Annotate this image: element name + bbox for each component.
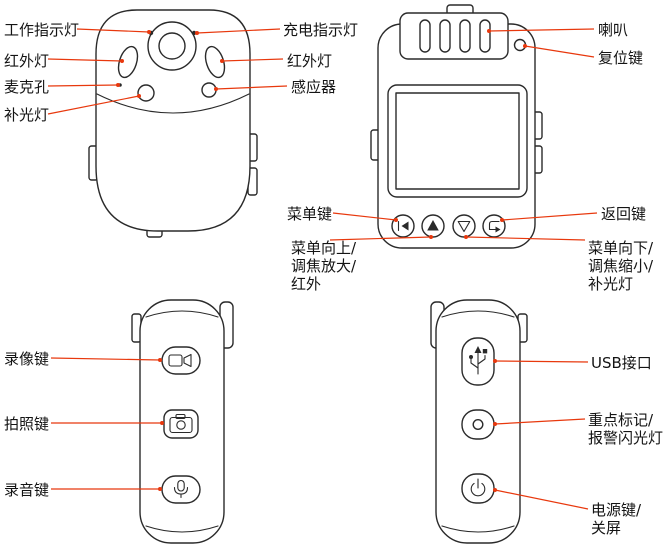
menu-button — [391, 214, 415, 238]
front-view-illustration — [88, 9, 258, 238]
photo-camera-icon — [169, 416, 193, 434]
label-menu-up: 菜单向上/ 调焦放大/ 红外 — [291, 239, 357, 293]
label-mic-hole: 麦克孔 — [4, 78, 50, 96]
label-menu-down: 菜单向下/ 调焦缩小/ 补光灯 — [588, 239, 654, 293]
video-camera-icon — [168, 354, 183, 367]
photo-camera-icon — [175, 413, 186, 420]
label-usb: USB接口 — [591, 354, 652, 372]
power-icon — [470, 482, 486, 497]
speaker-grille — [419, 19, 491, 53]
ir-lamp-left — [117, 45, 139, 79]
label-power: 电源键/ 关屏 — [591, 501, 642, 537]
usb-icon — [477, 354, 486, 365]
bottom-seam — [441, 525, 515, 533]
label-sensor: 感应器 — [291, 78, 337, 96]
mount-bracket — [399, 12, 509, 60]
left-side-body — [139, 299, 225, 544]
label-ir-left: 红外灯 — [4, 52, 50, 70]
label-fill-light: 补光灯 — [4, 106, 50, 124]
label-menu: 菜单键 — [287, 205, 333, 223]
back-button — [482, 214, 506, 238]
screen — [395, 92, 520, 190]
top-seam — [145, 310, 219, 318]
speaker-slot — [459, 19, 471, 53]
usb-icon — [474, 346, 482, 353]
label-charge-indicator: 充电指示灯 — [283, 21, 359, 39]
menu-icon — [401, 221, 409, 231]
return-arrow-icon — [488, 220, 500, 231]
label-speaker: 喇叭 — [598, 21, 629, 39]
arrow-down-icon — [457, 220, 471, 233]
microphone-icon — [177, 479, 185, 492]
left-side-view-illustration — [131, 299, 234, 544]
lens — [147, 21, 197, 71]
speaker-slot — [419, 19, 431, 53]
face-seam — [96, 93, 250, 114]
front-body — [95, 9, 251, 232]
top-seam — [441, 310, 515, 318]
arrow-up-icon — [427, 220, 439, 231]
screen-bezel — [387, 84, 528, 198]
record-video-button — [161, 346, 201, 375]
label-reset: 复位键 — [598, 49, 644, 67]
label-record-video: 录像键 — [4, 350, 50, 368]
back-view-illustration — [370, 4, 543, 249]
video-camera-icon — [183, 353, 192, 368]
speaker-slot — [439, 19, 451, 53]
usb-icon — [482, 349, 488, 354]
photo-button — [163, 409, 199, 439]
charge-indicator-led — [191, 30, 197, 36]
label-back: 返回键 — [601, 205, 647, 223]
label-photo: 拍照键 — [4, 415, 50, 433]
marker-circle-icon — [472, 419, 484, 431]
photo-camera-icon — [176, 420, 186, 430]
label-ir-right: 红外灯 — [287, 52, 333, 70]
label-record-audio: 录音键 — [4, 481, 50, 499]
right-side-body — [435, 299, 521, 544]
lens-inner — [158, 32, 186, 60]
record-audio-button — [161, 475, 201, 504]
right-side-view-illustration — [430, 299, 528, 544]
leader-lines — [47, 28, 598, 510]
fill-light — [137, 84, 155, 102]
usb-icon — [470, 358, 479, 369]
speaker-slot — [479, 19, 491, 53]
bottom-seam — [145, 525, 219, 533]
label-mark: 重点标记/ 报警闪光灯 — [588, 411, 664, 447]
return-arrow-icon — [495, 226, 501, 233]
usb-icon — [469, 355, 473, 359]
label-work-indicator: 工作指示灯 — [4, 21, 80, 39]
